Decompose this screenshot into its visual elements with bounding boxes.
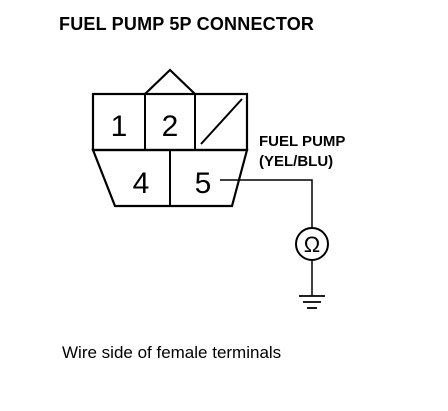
diagram-title: FUEL PUMP 5P CONNECTOR	[59, 14, 315, 34]
terminal-5-label: 5	[195, 167, 212, 200]
terminal-2-label: 2	[162, 110, 179, 143]
connector-lock-tab	[144, 68, 196, 95]
wire-label: FUEL PUMP (YEL/BLU)	[259, 132, 345, 172]
ground-icon	[299, 295, 325, 309]
terminal-4-label: 4	[133, 167, 150, 200]
unused-cavity-slash	[200, 98, 243, 145]
terminal-1-label: 1	[111, 110, 128, 143]
wire-color-code: (YEL/BLU)	[259, 153, 334, 170]
wire-name: FUEL PUMP	[259, 133, 346, 150]
ohm-icon: Ω	[304, 232, 320, 257]
probe-wire	[220, 179, 313, 228]
connector-bottom-row	[91, 148, 249, 208]
diagram-caption: Wire side of female terminals	[62, 343, 282, 362]
